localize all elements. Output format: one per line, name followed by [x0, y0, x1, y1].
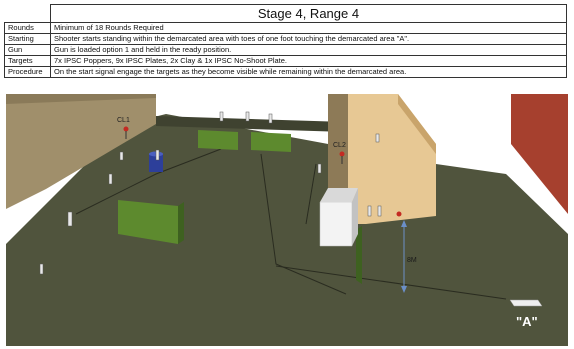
green-panel-back-left — [198, 130, 238, 150]
popper-target — [220, 112, 223, 121]
clay-launcher-1 — [124, 127, 129, 132]
popper-target — [269, 114, 272, 123]
range-scene-svg: CL1 CL2 8M "A" — [6, 94, 568, 346]
row-value-starting: Shooter starts standing within the demar… — [51, 34, 567, 45]
table-row: Gun Gun is loaded option 1 and held in t… — [5, 45, 567, 56]
clay-label-1: CL1 — [117, 117, 130, 124]
popper-target — [318, 164, 321, 173]
popper-target — [368, 206, 371, 216]
row-label-targets: Targets — [5, 56, 51, 67]
white-barricade-front — [320, 202, 352, 246]
clay-label-2: CL2 — [333, 142, 346, 149]
sand-block — [348, 94, 436, 224]
popper-target — [376, 134, 379, 142]
row-value-targets: 7x IPSC Poppers, 9x IPSC Plates, 2x Clay… — [51, 56, 567, 67]
row-value-gun: Gun is loaded option 1 and held in the r… — [51, 45, 567, 56]
table-row: Starting Shooter starts standing within … — [5, 34, 567, 45]
table-row: Procedure On the start signal engage the… — [5, 67, 567, 78]
table-row: Rounds Minimum of 18 Rounds Required — [5, 23, 567, 34]
row-label-procedure: Procedure — [5, 67, 51, 78]
clay-launcher-2 — [340, 152, 345, 157]
stage-title: Stage 4, Range 4 — [51, 5, 567, 23]
popper-target — [120, 152, 123, 160]
stage-briefing-table: Stage 4, Range 4 Rounds Minimum of 18 Ro… — [4, 4, 567, 78]
table-row: Targets 7x IPSC Poppers, 9x IPSC Plates,… — [5, 56, 567, 67]
row-label-gun: Gun — [5, 45, 51, 56]
popper-target — [68, 212, 72, 226]
popper-target — [246, 112, 249, 121]
popper-target — [156, 150, 159, 160]
no-shoot-plate — [397, 212, 402, 217]
title-spacer — [5, 5, 51, 23]
start-area-label: "A" — [516, 314, 538, 329]
row-label-rounds: Rounds — [5, 23, 51, 34]
popper-target — [40, 264, 43, 274]
row-value-procedure: On the start signal engage the targets a… — [51, 67, 567, 78]
green-panel-back-right — [251, 132, 291, 152]
distance-label: 8M — [407, 257, 417, 264]
title-row: Stage 4, Range 4 — [5, 5, 567, 23]
start-area-marker — [510, 300, 542, 306]
row-label-starting: Starting — [5, 34, 51, 45]
range-3d-render: CL1 CL2 8M "A" — [6, 94, 568, 346]
popper-target — [378, 206, 381, 216]
popper-target — [109, 174, 112, 184]
green-panel-mid-left-side — [178, 202, 184, 244]
row-value-rounds: Minimum of 18 Rounds Required — [51, 23, 567, 34]
